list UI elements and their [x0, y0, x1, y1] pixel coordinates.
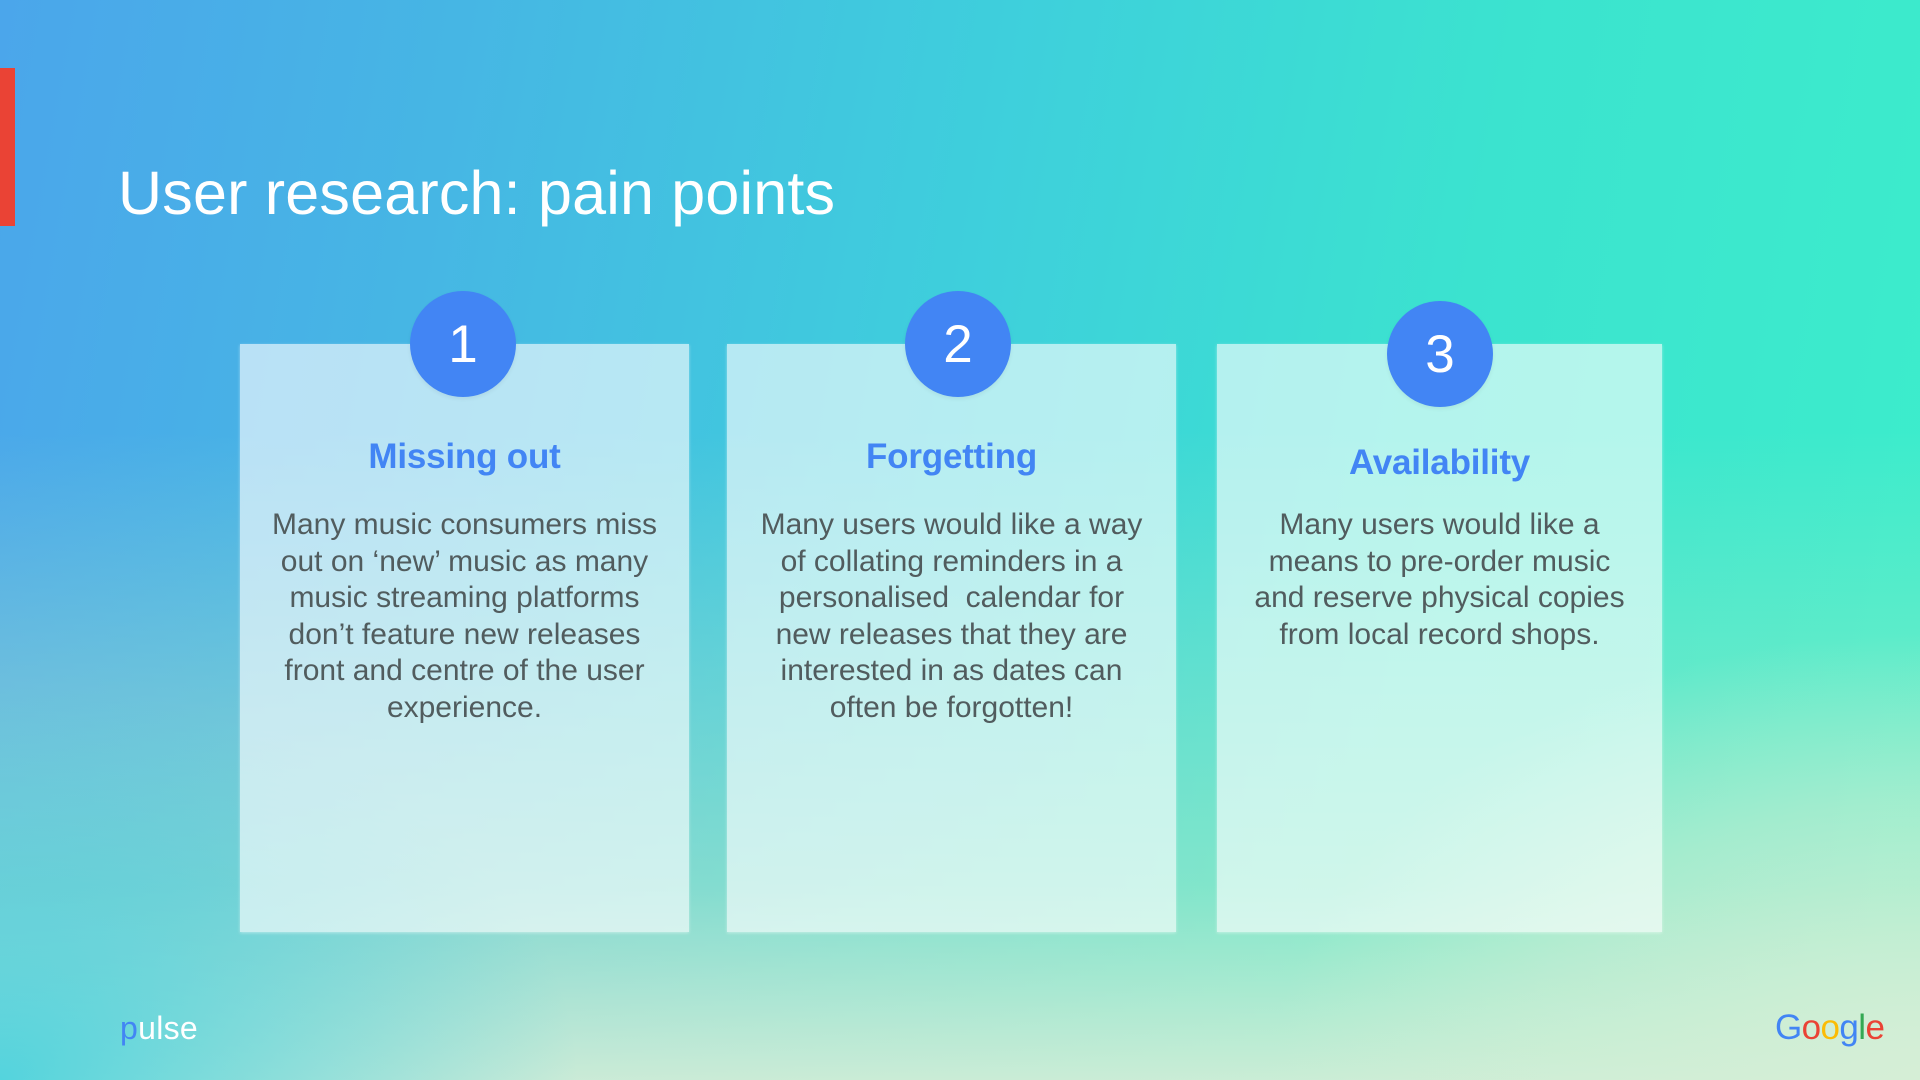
pain-point-card-1-title: Missing out — [368, 437, 561, 476]
pain-point-badge-1-number: 1 — [448, 314, 478, 374]
google-logo-letter-g2: g — [1839, 1008, 1859, 1047]
pain-point-card-1-body: Many music consumers miss out on ‘new’ m… — [271, 508, 666, 724]
pain-point-badge-2: 2 — [905, 291, 1011, 397]
page-title: User research: pain points — [118, 158, 836, 227]
google-logo-letter-o1: o — [1801, 1008, 1821, 1047]
pain-point-card-2-title: Forgetting — [865, 437, 1038, 476]
pulse-logo-text: ulse — [138, 1010, 199, 1046]
pain-point-card-2-body: Many users would like a way of collating… — [760, 508, 1151, 724]
pain-point-badge-3: 3 — [1387, 301, 1493, 407]
pain-point-badge-3-number: 3 — [1425, 324, 1455, 384]
pain-point-badge-2-number: 2 — [943, 314, 973, 374]
google-logo: Google — [1775, 1008, 1885, 1047]
pain-point-card-3: Availability Many users would like a mea… — [1217, 344, 1662, 932]
pain-point-badge-1: 1 — [410, 291, 516, 397]
google-logo-letter-o2: o — [1820, 1008, 1840, 1047]
google-logo-letter-e: e — [1865, 1008, 1885, 1047]
red-accent-bar — [0, 68, 15, 226]
pain-point-card-2: Forgetting Many users would like a way o… — [727, 344, 1176, 932]
pulse-logo: pulse — [120, 1012, 198, 1044]
pulse-logo-initial: p — [120, 1010, 139, 1046]
pain-point-card-1: Missing out Many music consumers miss ou… — [240, 344, 689, 932]
google-logo-letter-g1: G — [1775, 1008, 1802, 1047]
pain-point-card-3-body: Many users would like a means to pre-ord… — [1254, 508, 1633, 651]
pain-point-card-3-title: Availability — [1348, 443, 1531, 482]
google-logo-letter-l: l — [1858, 1008, 1866, 1047]
